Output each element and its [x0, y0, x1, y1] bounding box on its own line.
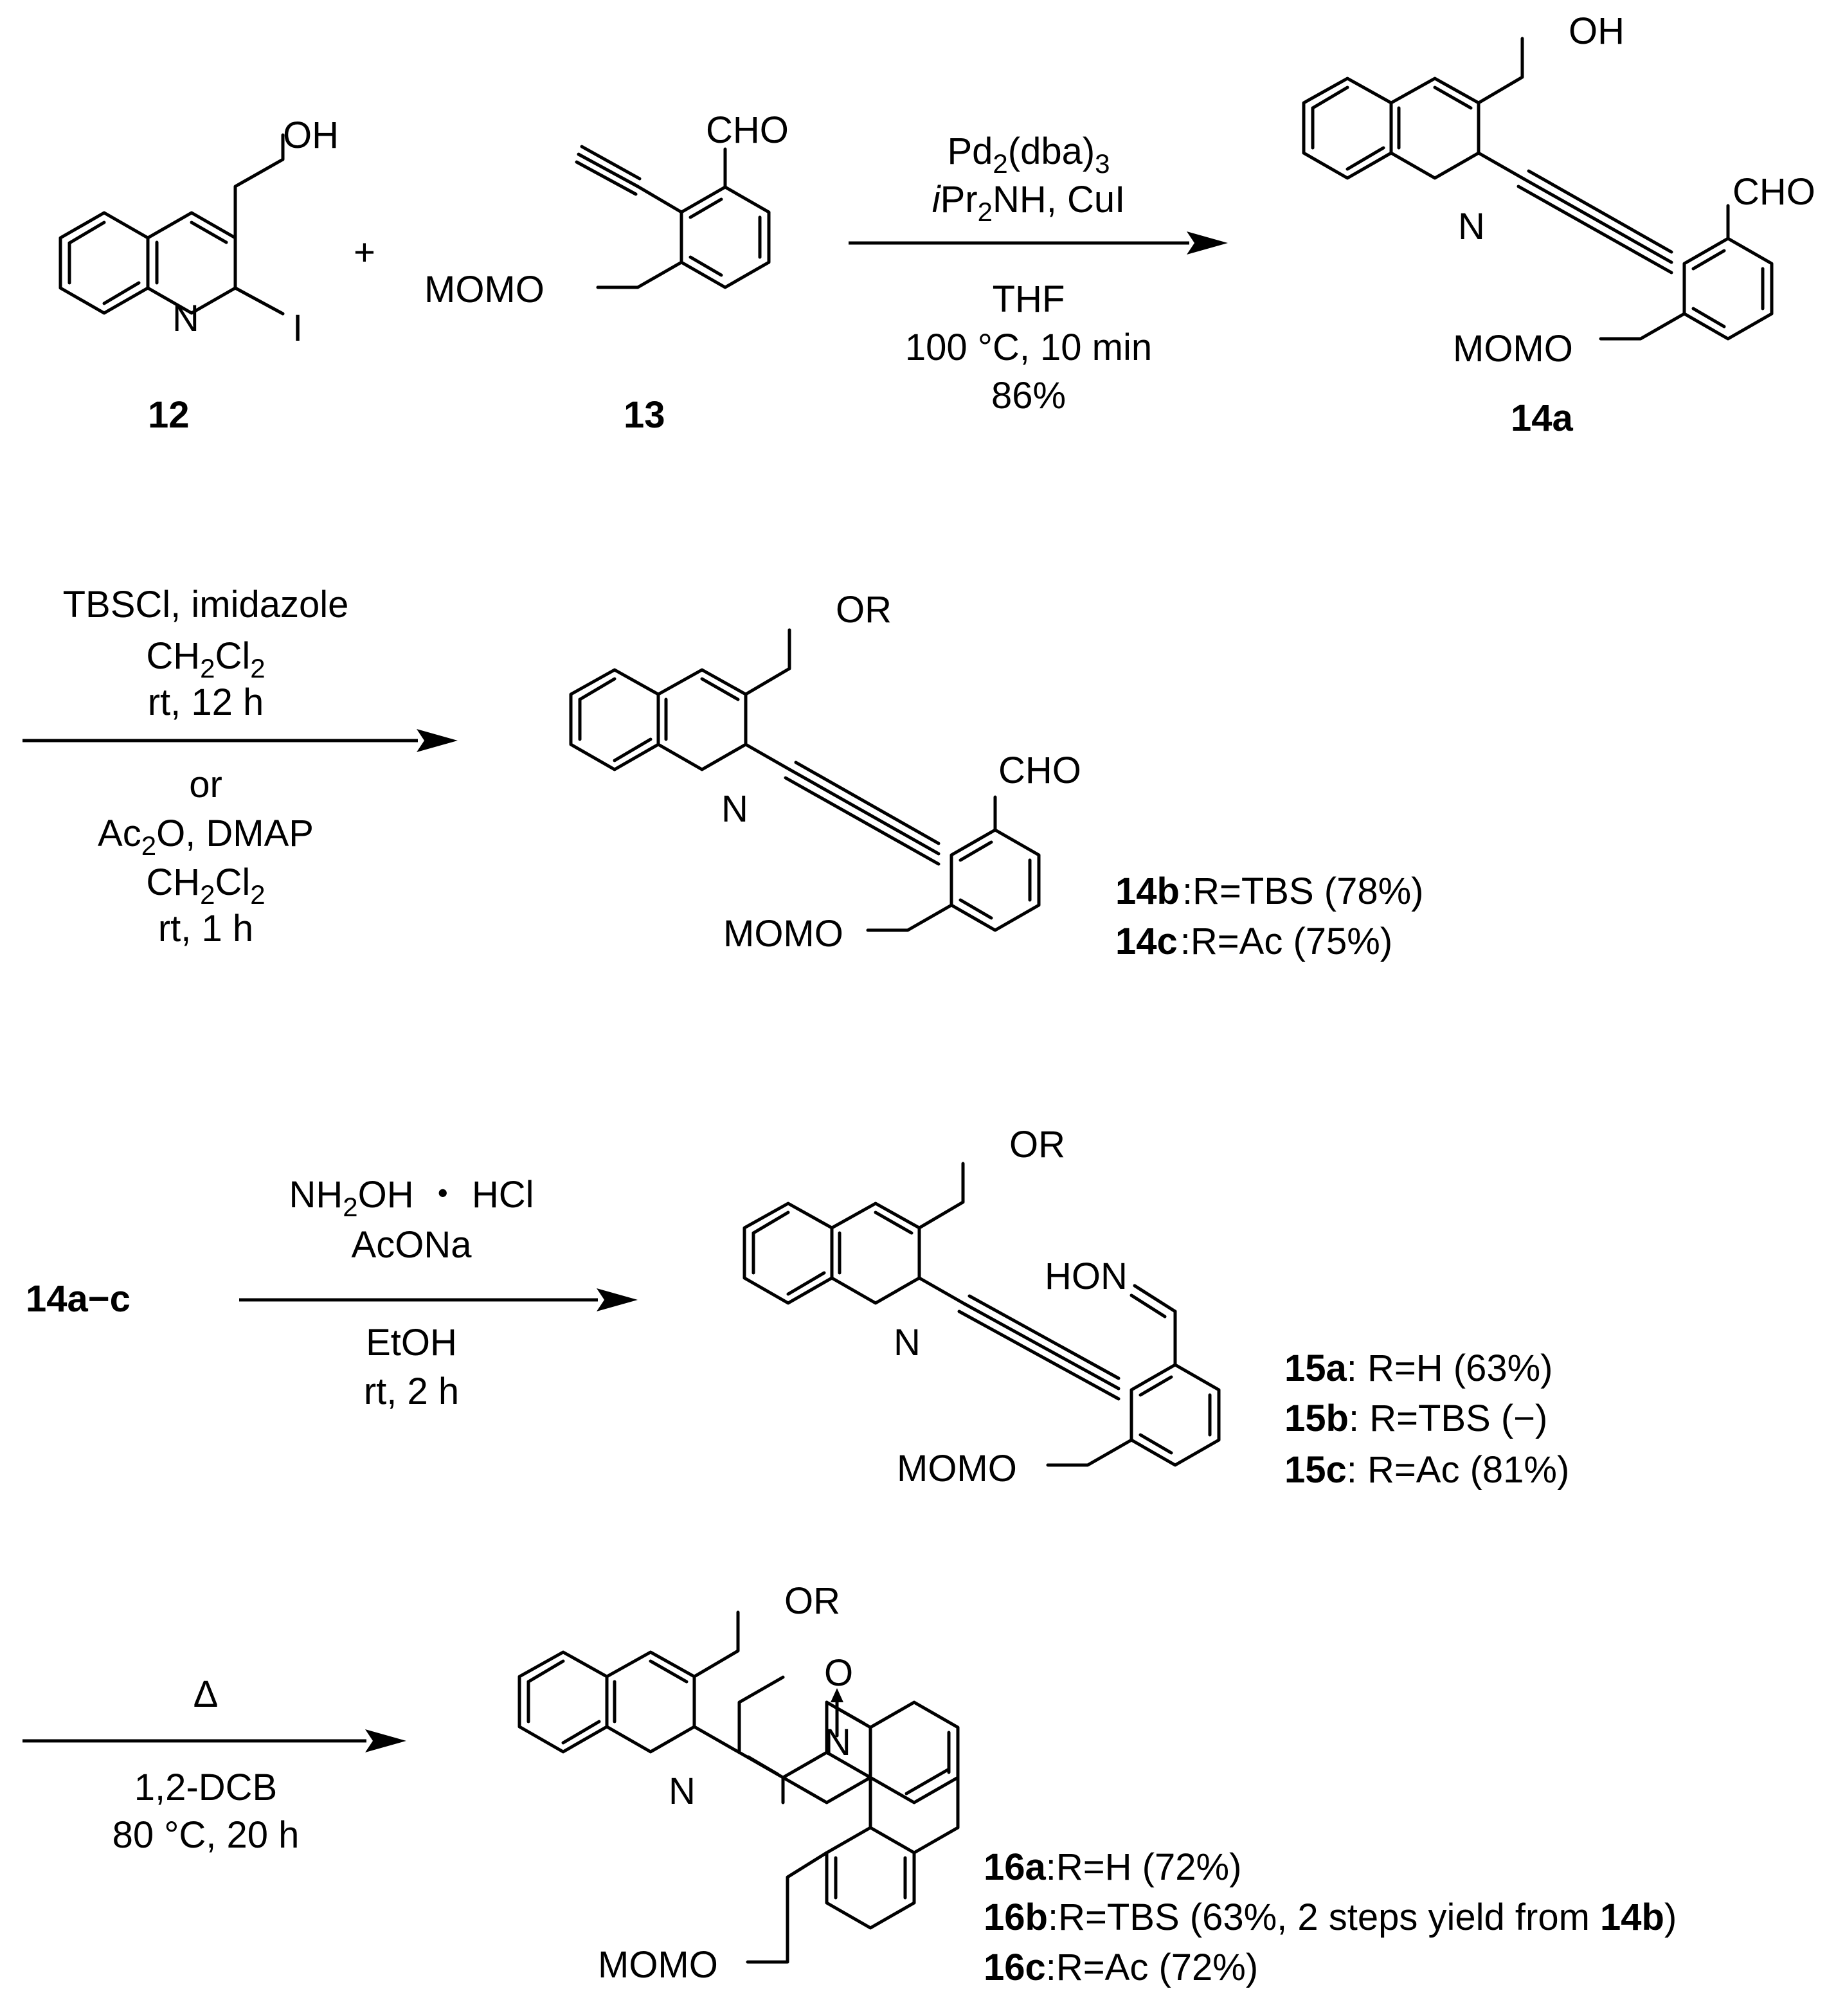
atom-n: N: [172, 298, 199, 339]
atom-oh-14a: OH: [1569, 10, 1625, 52]
atom-momo-14a: MOMO: [1453, 328, 1573, 370]
step1-catalyst: Pd2(dba)3: [947, 130, 1110, 179]
atom-or-14bc: OR: [836, 589, 892, 631]
compound-label-14a-c: 14a−c: [26, 1278, 130, 1320]
step3-reagent: NH2OH ・ HCl: [289, 1174, 534, 1222]
atom-i: I: [292, 307, 303, 349]
atom-cho-14bc: CHO: [998, 750, 1081, 791]
step2-solvent2: CH2Cl2: [146, 861, 265, 910]
product-15a: 15a: R=H (63%): [1284, 1347, 1553, 1389]
step2-solvent1: CH2Cl2: [146, 635, 265, 683]
step2-or: or: [189, 764, 222, 806]
step2-time2: rt, 1 h: [158, 908, 253, 950]
plus-sign: +: [354, 231, 375, 273]
product-15c: 15c: R=Ac (81%): [1284, 1449, 1569, 1491]
step3-conditions: rt, 2 h: [364, 1371, 459, 1412]
step1-solvent: THF: [993, 278, 1065, 320]
step4-conditions: 80 °C, 20 h: [113, 1814, 300, 1856]
atom-momo-14bc: MOMO: [723, 913, 843, 955]
atom-oh: OH: [283, 114, 339, 156]
step2-reagent2: Ac2O, DMAP: [98, 813, 314, 861]
atom-n-oxide-16: N: [824, 1722, 851, 1763]
step1-yield: 86%: [991, 375, 1066, 417]
structure-14a: [1304, 39, 1772, 341]
structure-16: [519, 1612, 960, 1964]
step4-solvent: 1,2-DCB: [134, 1767, 277, 1808]
atom-momo-15: MOMO: [897, 1448, 1017, 1490]
step1-conditions: 100 °C, 10 min: [905, 327, 1152, 368]
product-16c: 16c:R=Ac (72%): [984, 1947, 1258, 1988]
structure-12: [59, 133, 285, 316]
product-16b: 16b:R=TBS (63%, 2 steps yield from 14b): [984, 1896, 1677, 1938]
atom-momo-16: MOMO: [598, 1944, 718, 1986]
reaction-arrow-step2: [22, 729, 458, 752]
step3-reagent2: AcONa: [352, 1224, 473, 1266]
step2-reagent1: TBSCl, imidazole: [63, 584, 349, 626]
step3-solvent: EtOH: [366, 1322, 457, 1364]
structure-13: [575, 145, 771, 289]
step1-base: iPr2NH, CuI: [932, 179, 1126, 227]
compound-label-12: 12: [148, 394, 190, 436]
compound-label-14a: 14a: [1511, 397, 1574, 439]
product-14c: 14c:R=Ac (75%): [1115, 921, 1392, 962]
atom-cho-14a: CHO: [1733, 171, 1815, 213]
atom-or-15: OR: [1009, 1124, 1065, 1166]
product-15b: 15b: R=TBS (−): [1284, 1398, 1547, 1439]
reaction-arrow-step4: [22, 1729, 406, 1752]
atom-momo: MOMO: [424, 269, 544, 310]
atom-or-16: OR: [784, 1580, 840, 1622]
atom-o-16: O: [824, 1652, 853, 1694]
structure-15: [744, 1164, 1219, 1467]
reaction-arrow-step3: [239, 1288, 638, 1311]
atom-n-14bc: N: [721, 788, 748, 830]
step2-time1: rt, 12 h: [148, 681, 264, 723]
structure-14bc: [571, 630, 1039, 932]
atom-cho: CHO: [706, 109, 789, 151]
atom-n-16: N: [669, 1770, 696, 1812]
atom-n-14a: N: [1458, 206, 1485, 248]
product-14b: 14b:R=TBS (78%): [1115, 870, 1423, 912]
product-16a: 16a:R=H (72%): [984, 1846, 1241, 1888]
reaction-arrow-step1: [849, 231, 1228, 255]
step4-heat: Δ: [194, 1673, 219, 1715]
atom-n-15: N: [894, 1322, 921, 1364]
compound-label-13: 13: [624, 394, 665, 436]
atom-hon-15: HON: [1045, 1256, 1128, 1297]
